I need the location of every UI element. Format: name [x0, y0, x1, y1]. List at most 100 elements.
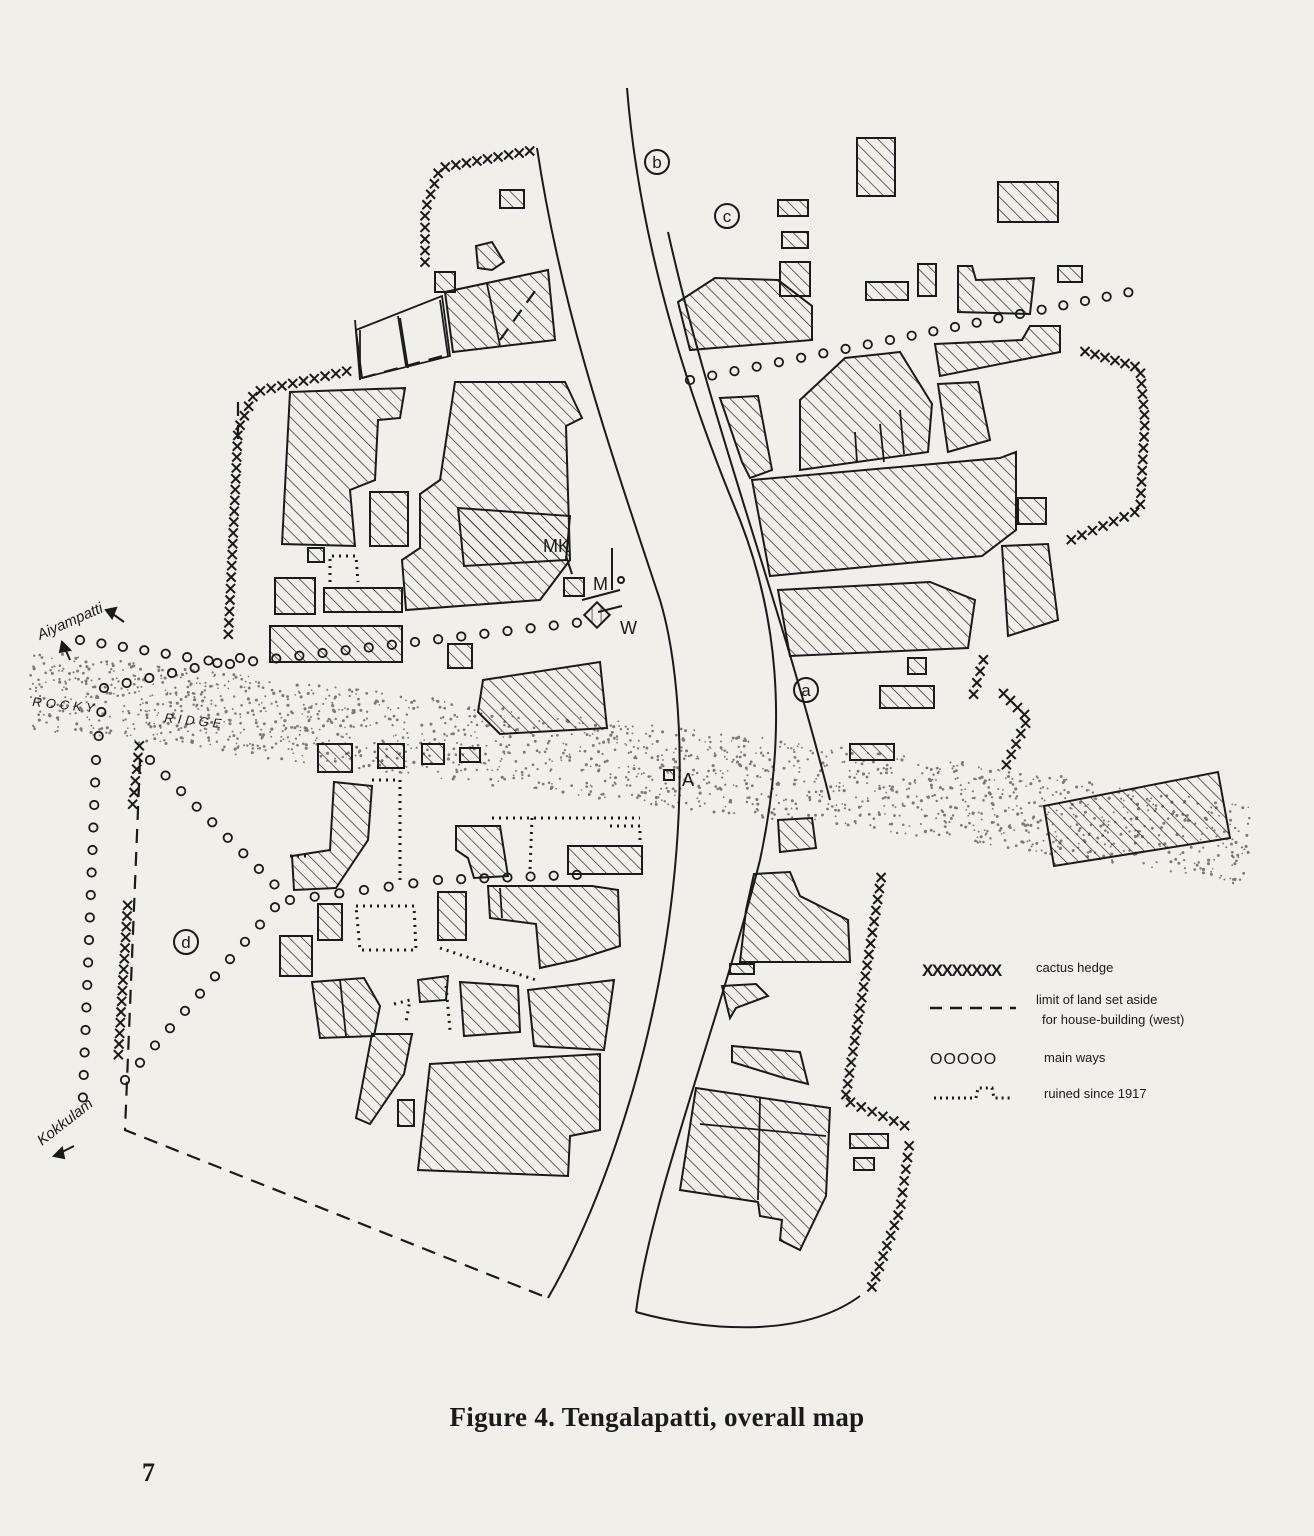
label-aiyampatti: Aiyampatti [34, 599, 106, 644]
house [781, 231, 809, 249]
house [933, 325, 1061, 378]
house [777, 199, 809, 217]
legend: XXXXXXXX cactus hedge limit of land set … [922, 960, 1184, 1101]
house [879, 685, 935, 709]
house [567, 845, 643, 875]
house [317, 903, 343, 941]
well-and-temple-marks [565, 548, 625, 613]
legend-ways-label: main ways [1044, 1050, 1106, 1065]
house [1017, 497, 1047, 525]
marker-a-label: a [801, 681, 811, 700]
house [936, 380, 992, 454]
house [458, 980, 522, 1038]
house [1000, 542, 1060, 638]
house [1057, 265, 1083, 283]
house [400, 381, 584, 612]
house [731, 1044, 810, 1086]
legend-ruined-symbol [934, 1086, 1012, 1100]
house [582, 600, 612, 630]
house [290, 780, 374, 892]
house [416, 1052, 601, 1178]
house [663, 769, 675, 781]
house [447, 643, 473, 669]
legend-ruined-label: ruined since 1917 [1044, 1086, 1147, 1101]
land-plots-outline [355, 294, 451, 380]
house [443, 268, 557, 354]
house [718, 394, 774, 480]
label-kokkulam: Kokkulam [34, 1095, 96, 1149]
house [434, 271, 456, 293]
circled-markers [173, 149, 819, 955]
house [455, 825, 510, 880]
house [459, 747, 481, 763]
marker-d-circle [173, 929, 199, 955]
house [280, 386, 407, 548]
marker-b-circle [644, 149, 670, 175]
legend-limit-label-1: limit of land set aside [1036, 992, 1157, 1007]
house [720, 982, 770, 1021]
label-w: W [620, 618, 637, 638]
main-ways [74, 287, 1134, 1103]
house [416, 974, 450, 1004]
house [563, 577, 585, 597]
house [676, 276, 813, 352]
house [865, 281, 909, 301]
house [907, 657, 927, 675]
marker-d-label: d [181, 933, 190, 952]
cactus-hedges [113, 145, 1150, 1293]
house [369, 491, 409, 547]
house [476, 660, 609, 736]
legend-cactus-label: cactus hedge [1036, 960, 1113, 975]
marker-a-circle [793, 677, 819, 703]
house [486, 885, 622, 970]
house [354, 1033, 414, 1126]
legend-limit-label-2: for house-building (west) [1042, 1012, 1184, 1027]
house [397, 1099, 415, 1127]
house [526, 978, 616, 1052]
house [957, 265, 1036, 316]
house [269, 625, 403, 663]
house [729, 963, 755, 975]
house [799, 350, 934, 472]
label-a: A [682, 770, 694, 790]
house [474, 240, 506, 272]
marker-b-label: b [652, 153, 661, 172]
house [274, 577, 316, 615]
house [849, 1133, 889, 1149]
limit-of-land-lines [123, 283, 549, 1300]
house [853, 1157, 875, 1171]
road-south-curve [635, 1295, 861, 1329]
house-plots [269, 137, 1232, 1252]
label-mk: MK [543, 536, 570, 556]
label-ridge: RIDGE [164, 710, 226, 731]
house [1042, 770, 1232, 868]
road-west-edge [536, 147, 681, 1299]
house [997, 181, 1059, 223]
label-m: M [593, 574, 608, 594]
direction-arrows [51, 606, 125, 1160]
house-partitions [339, 283, 905, 1201]
rocky-ridge-band [29, 652, 1251, 885]
house [856, 137, 896, 197]
house [421, 743, 445, 765]
house [776, 580, 977, 658]
road-east-edge [626, 87, 778, 1313]
house [779, 261, 811, 297]
page-number: 7 [142, 1458, 155, 1487]
marker-c-label: c [723, 207, 732, 226]
house [377, 743, 405, 769]
house [310, 976, 382, 1040]
house [456, 506, 572, 568]
figure-caption: Figure 4. Tengalapatti, overall map [449, 1402, 865, 1432]
house [917, 263, 937, 297]
house [437, 891, 467, 941]
legend-ways-symbol: OOOOO [930, 1051, 997, 1068]
house [776, 816, 818, 854]
house [849, 743, 895, 761]
house [323, 587, 403, 613]
house [750, 450, 1017, 578]
house [499, 189, 525, 209]
ruined-since-1917 [290, 554, 642, 1031]
legend-cactus-symbol: XXXXXXXX [922, 961, 1003, 980]
